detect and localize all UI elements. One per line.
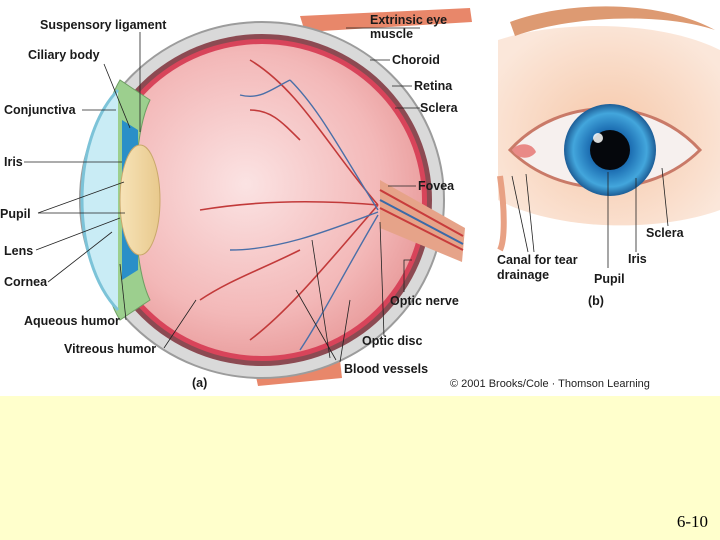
label-iris: Iris [4, 155, 23, 169]
label-pupil: Pupil [0, 207, 31, 221]
panel-label-a: (a) [192, 376, 208, 390]
eyeball-cross-section [79, 8, 472, 386]
label-retina: Retina [414, 79, 453, 93]
label-canal-tear-line1: Canal for tear [497, 253, 578, 267]
eyebrow [510, 6, 715, 37]
panel-label-b: (b) [588, 294, 604, 308]
tear-duct-b [512, 144, 536, 158]
retinal-veins [229, 79, 379, 351]
copyright-notice: © 2001 Brooks/Cole · Thomson Learning [450, 378, 650, 390]
external-eye-view [490, 0, 720, 395]
label-suspensory-ligament: Suspensory ligament [40, 18, 167, 32]
label-optic-nerve: Optic nerve [390, 294, 459, 308]
label-canal-tear-line2: drainage [497, 268, 550, 282]
optic-nerve-shape [380, 180, 465, 262]
upper-extrinsic-muscle [300, 8, 472, 32]
label-sclera-b: Sclera [646, 226, 684, 240]
label-sclera: Sclera [420, 101, 458, 115]
label-blood-vessels: Blood vessels [344, 362, 429, 376]
label-pupil-b: Pupil [594, 272, 625, 286]
label-iris-b: Iris [628, 252, 647, 266]
label-vitreous-humor: Vitreous humor [64, 342, 157, 356]
label-extrinsic-eye-muscle: Extrinsic eye muscle [370, 13, 448, 41]
leader-lines-a [24, 27, 420, 363]
leader-lines-b [511, 167, 669, 268]
cornea-shape [80, 88, 120, 312]
slide-number: 6-10 [676, 512, 708, 531]
label-choroid: Choroid [392, 53, 440, 67]
label-lens: Lens [4, 244, 34, 258]
eye-illustration [24, 0, 720, 395]
label-cornea: Cornea [4, 275, 48, 289]
eye-anatomy-figure: Suspensory ligament Ciliary body Conjunc… [0, 0, 720, 396]
label-conjunctiva: Conjunctiva [4, 103, 76, 117]
label-aqueous-humor: Aqueous humor [24, 314, 120, 328]
label-optic-disc: Optic disc [362, 334, 423, 348]
retinal-arteries [199, 59, 379, 341]
lens-shape [119, 144, 161, 256]
label-fovea: Fovea [418, 179, 455, 193]
label-ciliary-body: Ciliary body [28, 48, 100, 62]
